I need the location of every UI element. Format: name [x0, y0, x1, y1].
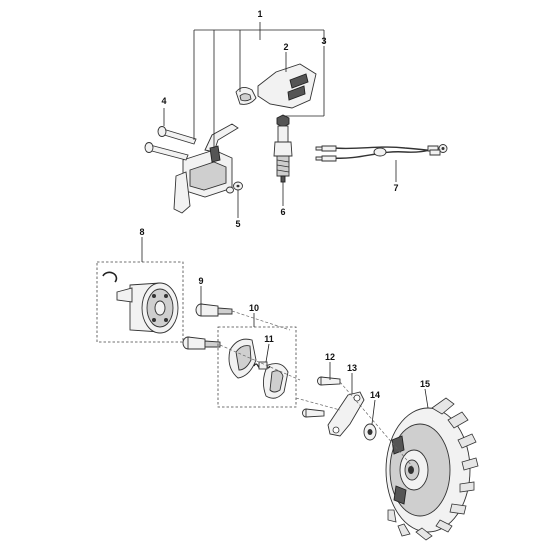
flywheel — [385, 397, 479, 541]
clutch-drum-assembly — [102, 271, 179, 334]
callout-3: 3 — [321, 36, 326, 46]
leader-lines — [141, 22, 429, 467]
callout-4: 4 — [161, 96, 166, 106]
bracket — [327, 391, 365, 437]
spark-plug-cap-cover — [257, 63, 317, 109]
clutch-bolt — [182, 303, 233, 350]
callout-labels: 1 2 3 4 5 6 7 8 9 10 11 12 13 14 15 — [139, 9, 430, 400]
callout-13: 13 — [347, 363, 357, 373]
wire-harness — [315, 144, 448, 162]
callout-12: 12 — [325, 352, 335, 362]
callout-7: 7 — [393, 183, 398, 193]
screw — [302, 376, 341, 418]
callout-6: 6 — [280, 207, 285, 217]
spark-plug — [273, 114, 293, 183]
callout-2: 2 — [283, 42, 288, 52]
ignition-module-assembly — [173, 123, 239, 214]
callout-15: 15 — [420, 379, 430, 389]
callout-5: 5 — [235, 219, 240, 229]
module-screw — [144, 126, 197, 161]
callout-1: 1 — [257, 9, 262, 19]
callout-8: 8 — [139, 227, 144, 237]
callout-11: 11 — [264, 334, 274, 344]
ignition-lead-cap — [235, 87, 257, 105]
washer — [363, 423, 377, 441]
clutch-drum-group-frame — [96, 261, 184, 343]
callout-10: 10 — [249, 303, 259, 313]
callout-14: 14 — [370, 390, 380, 400]
clutch-group-frame — [217, 326, 297, 408]
clutch-assembly — [228, 338, 289, 399]
callout-9: 9 — [198, 276, 203, 286]
spacer — [226, 181, 243, 194]
